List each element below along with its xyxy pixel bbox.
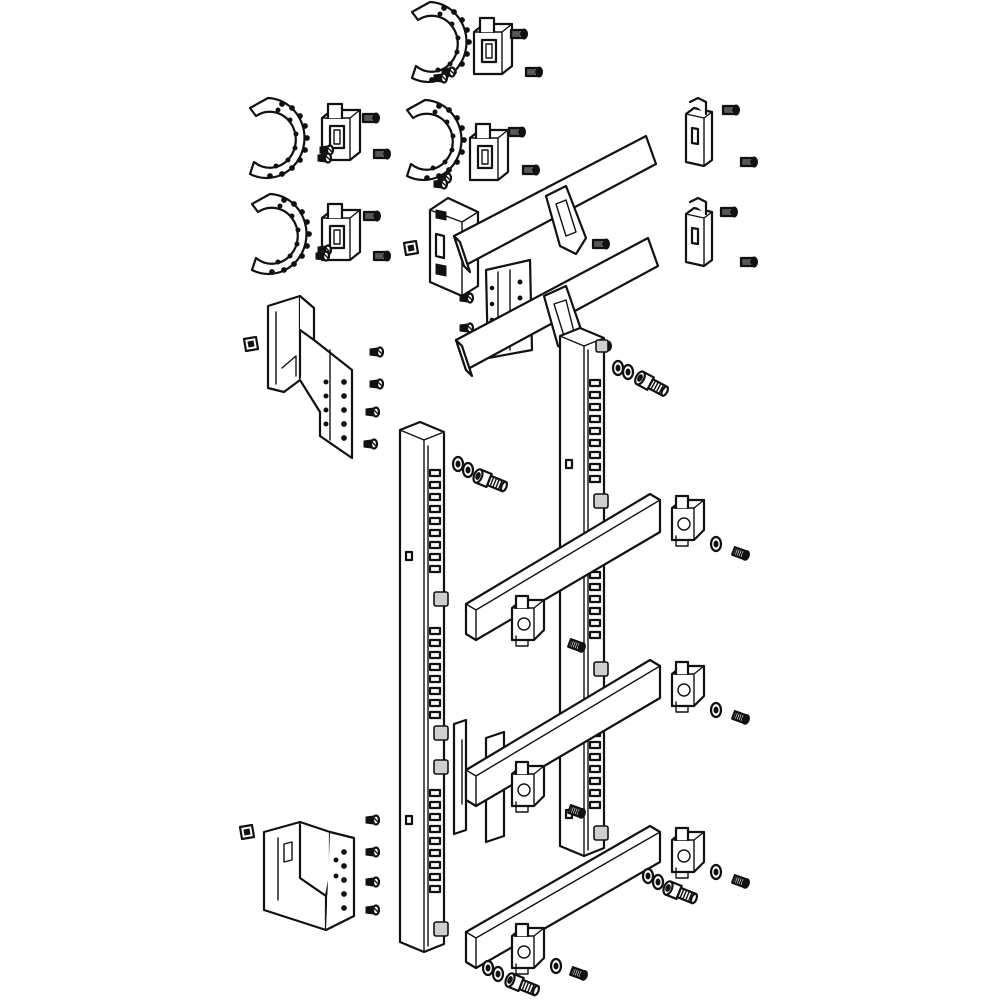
horizontal-support-2 (464, 658, 662, 808)
bolts-right-rail-top (611, 359, 672, 400)
bolts-left-rail (451, 455, 511, 496)
screws-angled (458, 292, 475, 334)
nut-left-lower (238, 823, 256, 841)
cplate-3 (405, 98, 468, 182)
screws-left-lower (364, 814, 381, 916)
nut-left-upper (242, 335, 260, 353)
support-block-2 (510, 594, 546, 648)
cplate-2 (248, 96, 311, 180)
support-block-4 (510, 760, 546, 814)
wall-bracket-upper (266, 294, 354, 460)
small-bracket-1 (684, 96, 714, 168)
clamp-3 (468, 122, 510, 182)
screws-top-right (575, 103, 759, 353)
wall-bracket-lower (262, 820, 356, 932)
clamp-1 (472, 16, 514, 76)
screws-left-upper (362, 346, 385, 450)
support-block-6 (510, 922, 546, 976)
support-block-5 (670, 826, 706, 880)
horizontal-support-1 (464, 492, 662, 642)
small-bracket-2 (684, 196, 714, 268)
vertical-rail-left (398, 420, 449, 954)
cplate-4 (250, 192, 313, 276)
angled-support-upper (452, 134, 658, 274)
support-block-3 (670, 660, 706, 714)
support-block-1 (670, 494, 706, 548)
horizontal-support-3 (464, 824, 662, 970)
vertical-rail-right (558, 326, 609, 858)
